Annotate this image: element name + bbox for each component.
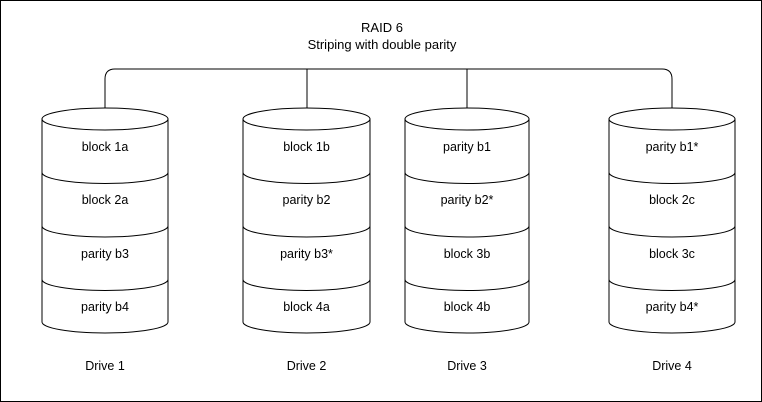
drive-4-top-ellipse bbox=[608, 107, 736, 131]
drive-1-divider-2 bbox=[41, 225, 169, 238]
title-subtitle: Striping with double parity bbox=[307, 37, 457, 52]
drive-3-divider-2 bbox=[404, 225, 530, 238]
drive-1-top-ellipse bbox=[41, 107, 169, 131]
drive-2-block-3: parity b3* bbox=[280, 246, 333, 261]
drive-4-block-1: parity b1* bbox=[645, 139, 699, 154]
diagram-title: RAID 6 Striping with double parity bbox=[1, 19, 761, 53]
drive-3-block-2: parity b2* bbox=[440, 193, 494, 208]
drive-4-block-4: parity b4* bbox=[645, 300, 699, 315]
drive-1-divider-1 bbox=[41, 172, 169, 184]
bus-connector-group bbox=[104, 68, 673, 119]
drive-3-body bbox=[404, 119, 530, 334]
drive-4-body bbox=[608, 119, 736, 334]
drive-1-block-4: parity b4 bbox=[81, 300, 129, 315]
drive-4-divider-2 bbox=[608, 225, 736, 238]
drive-1-block-1: block 1a bbox=[81, 139, 129, 154]
drive-3-block-1: parity b1 bbox=[443, 139, 491, 154]
drive-2-divider-1 bbox=[242, 172, 371, 184]
drive-cylinders-group bbox=[41, 107, 736, 334]
drive-2-divider-3 bbox=[242, 279, 371, 291]
drive-2-body bbox=[242, 119, 371, 334]
drive-4-label: Drive 4 bbox=[652, 359, 692, 373]
drive-3-label: Drive 3 bbox=[447, 359, 487, 373]
drive-4-block-3: block 3c bbox=[649, 246, 695, 261]
drive-2-divider-2 bbox=[242, 225, 371, 238]
drive-1-label: Drive 1 bbox=[85, 359, 125, 373]
drive-4-block-2: block 2c bbox=[649, 193, 695, 208]
bus-rail bbox=[104, 68, 673, 119]
drive-4-divider-1 bbox=[608, 172, 736, 184]
drive-1-block-2: block 2a bbox=[81, 193, 129, 208]
drive-3-block-3: block 3b bbox=[443, 246, 491, 261]
drive-2-label: Drive 2 bbox=[286, 359, 327, 373]
drive-3-top-ellipse bbox=[404, 107, 530, 131]
drive-1-block-3: parity b3 bbox=[81, 246, 129, 261]
drive-2-block-1: block 1b bbox=[283, 139, 330, 154]
drive-2-block-4: block 4a bbox=[283, 300, 330, 315]
drive-2-top-ellipse bbox=[242, 107, 371, 131]
drive-2-block-2: parity b2 bbox=[282, 193, 331, 208]
drive-4-divider-3 bbox=[608, 279, 736, 291]
drive-1-divider-3 bbox=[41, 279, 169, 291]
drive-1-body bbox=[41, 119, 169, 334]
title-main: RAID 6 bbox=[361, 20, 403, 35]
drive-3-divider-1 bbox=[404, 172, 530, 184]
drive-3-divider-3 bbox=[404, 279, 530, 291]
drive-3-block-4: block 4b bbox=[443, 300, 491, 315]
